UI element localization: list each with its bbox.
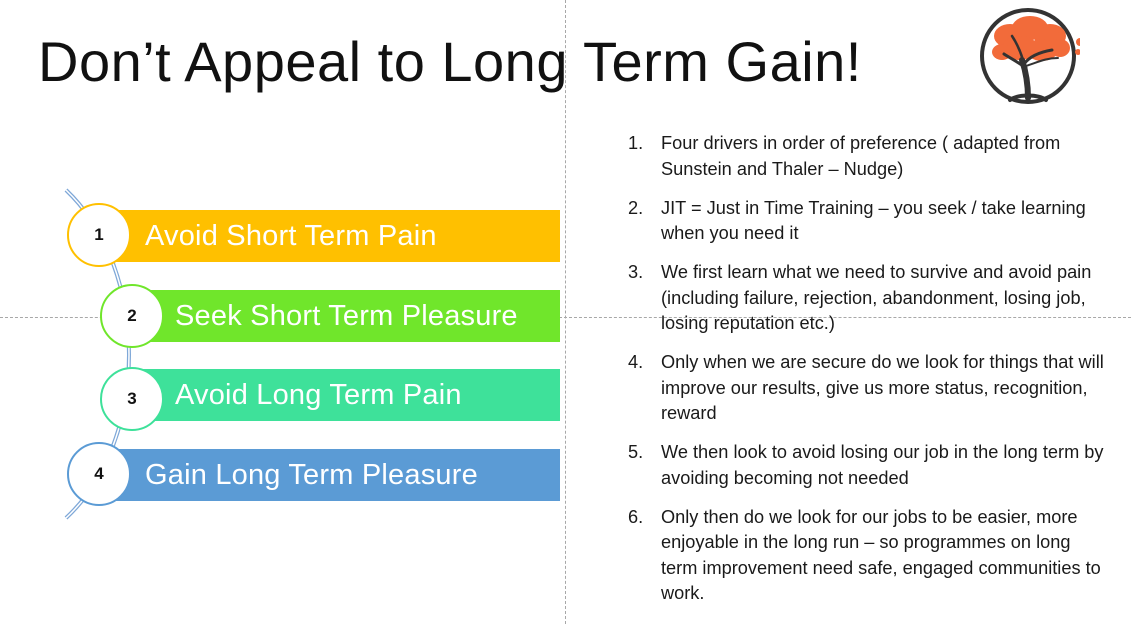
driver-number: 3 bbox=[127, 389, 137, 408]
driver-number-badge: 1 bbox=[67, 203, 131, 267]
note-index: 3. bbox=[628, 262, 644, 282]
note-index: 2. bbox=[628, 197, 644, 218]
driver-bar-seek-short-term-pleasure: Seek Short Term Pleasure bbox=[140, 290, 560, 342]
driver-bar-gain-long-term-pleasure: Gain Long Term Pleasure bbox=[110, 449, 560, 501]
driver-bar-avoid-short-term-pain: Avoid Short Term Pain bbox=[110, 210, 560, 262]
note-item: 2. JIT = Just in Time Training – you seek… bbox=[628, 196, 1108, 247]
note-item: 1. Four drivers in order of preference ( … bbox=[628, 131, 1108, 182]
note-text: Four drivers in order of preference ( ad… bbox=[661, 133, 1061, 179]
note-item: 5. We then look to avoid losing our job i… bbox=[628, 440, 1108, 491]
tree-logo-icon bbox=[980, 8, 1080, 104]
note-text: Only when we are secure do we look for t… bbox=[661, 352, 1104, 423]
driver-number: 1 bbox=[94, 225, 104, 244]
note-item: 4. Only when we are secure do we look for… bbox=[628, 350, 1108, 427]
horizontal-guide-line bbox=[0, 317, 1131, 318]
driver-number-badge: 4 bbox=[67, 442, 131, 506]
driver-number: 2 bbox=[127, 306, 137, 325]
driver-bar-avoid-long-term-pain: Avoid Long Term Pain bbox=[140, 369, 560, 421]
driver-label: Seek Short Term Pleasure bbox=[175, 299, 518, 332]
driver-number: 4 bbox=[94, 464, 104, 483]
note-text: Only then do we look for our jobs to be … bbox=[661, 506, 1101, 604]
slide-title: Don’t Appeal to Long Term Gain! bbox=[38, 30, 862, 93]
note-text: We then look to avoid losing our job in … bbox=[661, 442, 1104, 488]
driver-label: Avoid Long Term Pain bbox=[175, 378, 462, 411]
note-item: 6. Only then do we look for our jobs to b… bbox=[628, 505, 1108, 607]
note-index: 5. bbox=[628, 442, 644, 462]
driver-number-badge: 3 bbox=[100, 367, 164, 431]
note-text: We first learn what we need to survive a… bbox=[661, 262, 1092, 333]
note-index: 1. bbox=[628, 133, 644, 153]
notes-list: 1. Four drivers in order of preference ( … bbox=[628, 131, 1108, 620]
vertical-guide-line bbox=[565, 0, 566, 624]
drivers-diagram: Avoid Short Term Pain Seek Short Term Pl… bbox=[0, 0, 565, 624]
driver-label: Gain Long Term Pleasure bbox=[145, 458, 478, 491]
note-text: JIT = Just in Time Training – you seek /… bbox=[661, 197, 1086, 244]
driver-label: Avoid Short Term Pain bbox=[145, 219, 437, 252]
note-index: 4. bbox=[628, 352, 644, 372]
driver-number-badge: 2 bbox=[100, 284, 164, 348]
note-index: 6. bbox=[628, 506, 644, 527]
note-item: 3. We first learn what we need to survive… bbox=[628, 260, 1108, 337]
